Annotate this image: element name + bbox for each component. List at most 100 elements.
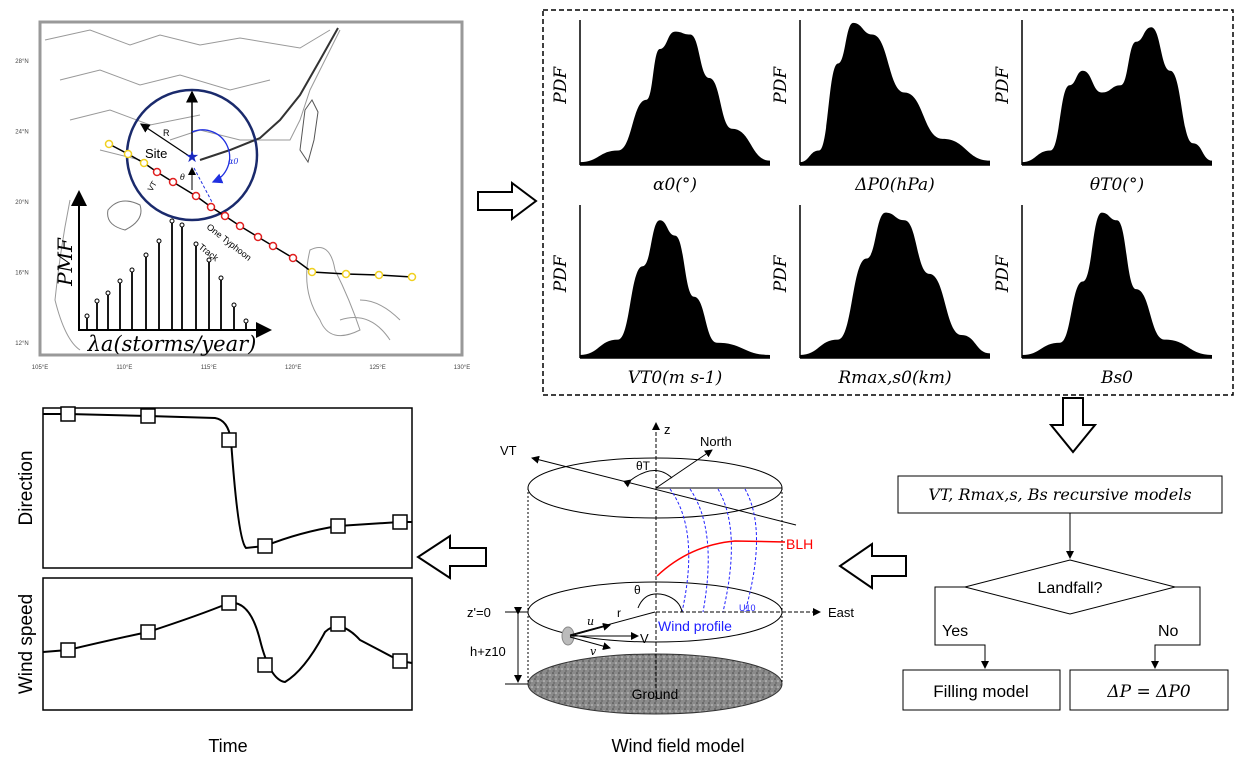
lat-label: 20°N (15, 200, 28, 206)
pdf-curve (1022, 212, 1212, 358)
arrow-pdfs-to-flow (1048, 397, 1098, 454)
r-line (569, 611, 656, 636)
track-point (104, 139, 114, 149)
pmf-stem-head (218, 275, 224, 281)
ground-ellipse (527, 653, 783, 715)
pmf-stem-head (156, 238, 162, 244)
timeseries-marker (60, 406, 76, 422)
lat-label: 12°N (15, 341, 28, 347)
pdf-y-label: PDF (993, 254, 1013, 293)
pmf-stem-head (143, 252, 149, 258)
lon-label: 110°E (116, 365, 132, 371)
timeseries-marker (392, 514, 408, 530)
theta-t-label: θT (636, 459, 651, 473)
z-label: z (664, 422, 671, 437)
blh-label: BLH (786, 536, 813, 552)
h-label: h+z10 (470, 644, 506, 659)
pdf-curve (1022, 27, 1212, 165)
track-point (235, 221, 245, 231)
lon-label: 105°E (32, 365, 48, 371)
pdf-panel: PDF Bs0 (993, 205, 1212, 388)
filling-model-label: Filling model (933, 682, 1028, 701)
arrow-map-to-pdfs (477, 181, 538, 221)
track-point (191, 191, 201, 201)
pdf-y-label: PDF (771, 66, 791, 105)
filling-model-box (902, 669, 1061, 711)
time-label: Time (208, 736, 247, 756)
pmf-stem-head (179, 222, 185, 228)
yes-label: Yes (942, 623, 968, 640)
blh-curve (656, 540, 786, 577)
theta-label-3d: θ (634, 583, 641, 597)
direction-plot-frame (42, 407, 413, 569)
u10-label: U10 (739, 603, 756, 613)
pdf-x-label: Bs0 (1100, 368, 1133, 388)
vt-label: VT (146, 180, 159, 193)
arrow-windfield-to-timeseries (416, 534, 487, 580)
pdf-y-label: PDF (551, 254, 571, 293)
theta-label: θ (180, 173, 185, 182)
vt-arrow (531, 455, 797, 526)
no-label: No (1158, 623, 1179, 640)
alpha-line (193, 167, 213, 203)
philippines (306, 247, 401, 341)
track-point (206, 202, 216, 212)
east-label: East (828, 605, 854, 620)
hainan-island (107, 200, 142, 231)
vt-label-3d: VT (500, 443, 517, 458)
pmf-stem-head (105, 290, 111, 296)
north-label: North (700, 434, 732, 449)
pdf-x-label: VT0(m s-1) (628, 368, 723, 388)
track-point (288, 253, 298, 263)
dp-box (1069, 669, 1229, 711)
map-borders (44, 29, 341, 161)
pdf-panel: PDF ΔP0(hPa) (771, 20, 990, 195)
windfield-title: Wind field model (611, 736, 744, 756)
track-point (220, 211, 230, 221)
pdf-curve (580, 220, 770, 358)
dp-label: ΔP = ΔP0 (1106, 682, 1190, 702)
timeseries-marker (330, 518, 346, 534)
typhoon-track-line (108, 143, 413, 278)
pdf-x-label: α0(°) (653, 175, 697, 195)
track-point (123, 149, 133, 159)
pmf-stem-head (243, 318, 249, 324)
speed-plot-frame (42, 577, 413, 711)
radius-label: R (163, 128, 170, 138)
wind-field-model: z North VT θT BLH East z'=0 h+z10 θ r U1… (467, 422, 854, 756)
map-frame (38, 20, 464, 357)
landfall-label: Landfall? (1038, 580, 1103, 597)
v-arrow (569, 636, 611, 651)
recursive-models-label: VT, Rmax,s, Bs recursive models (928, 485, 1191, 504)
ground-label: Ground (632, 686, 679, 702)
wind-profile-label: Wind profile (658, 618, 732, 634)
pmf-stem-head (206, 257, 212, 263)
speed-curve (42, 601, 413, 684)
track-point (341, 269, 351, 279)
pdf-x-label: θT0(°) (1090, 175, 1144, 195)
pdf-panel-frame (542, 9, 1234, 396)
pmf-y-label: PMF (53, 237, 77, 287)
track-point (374, 270, 384, 280)
pmf-stem-head (231, 302, 237, 308)
time-series: Direction Wind speed Time (16, 406, 413, 756)
direction-label: Direction (16, 451, 37, 526)
taiwan-island (299, 99, 319, 164)
track-point (307, 267, 317, 277)
arrow-flow-to-windfield (838, 542, 907, 590)
pdf-curve (800, 22, 990, 166)
pdf-x-label: ΔP0(hPa) (854, 175, 935, 195)
direction-curve (43, 413, 412, 550)
pmf-stem-head (117, 278, 123, 284)
theta-t-arc (622, 470, 673, 488)
track-point (168, 177, 178, 187)
track-point (407, 272, 417, 282)
timeseries-marker (257, 657, 273, 673)
u-label: u (587, 615, 594, 628)
pmf-stem-head (193, 241, 199, 247)
landfall-diamond (964, 559, 1176, 615)
pmf-stem-head (129, 267, 135, 273)
lat-label: 16°N (15, 271, 28, 277)
